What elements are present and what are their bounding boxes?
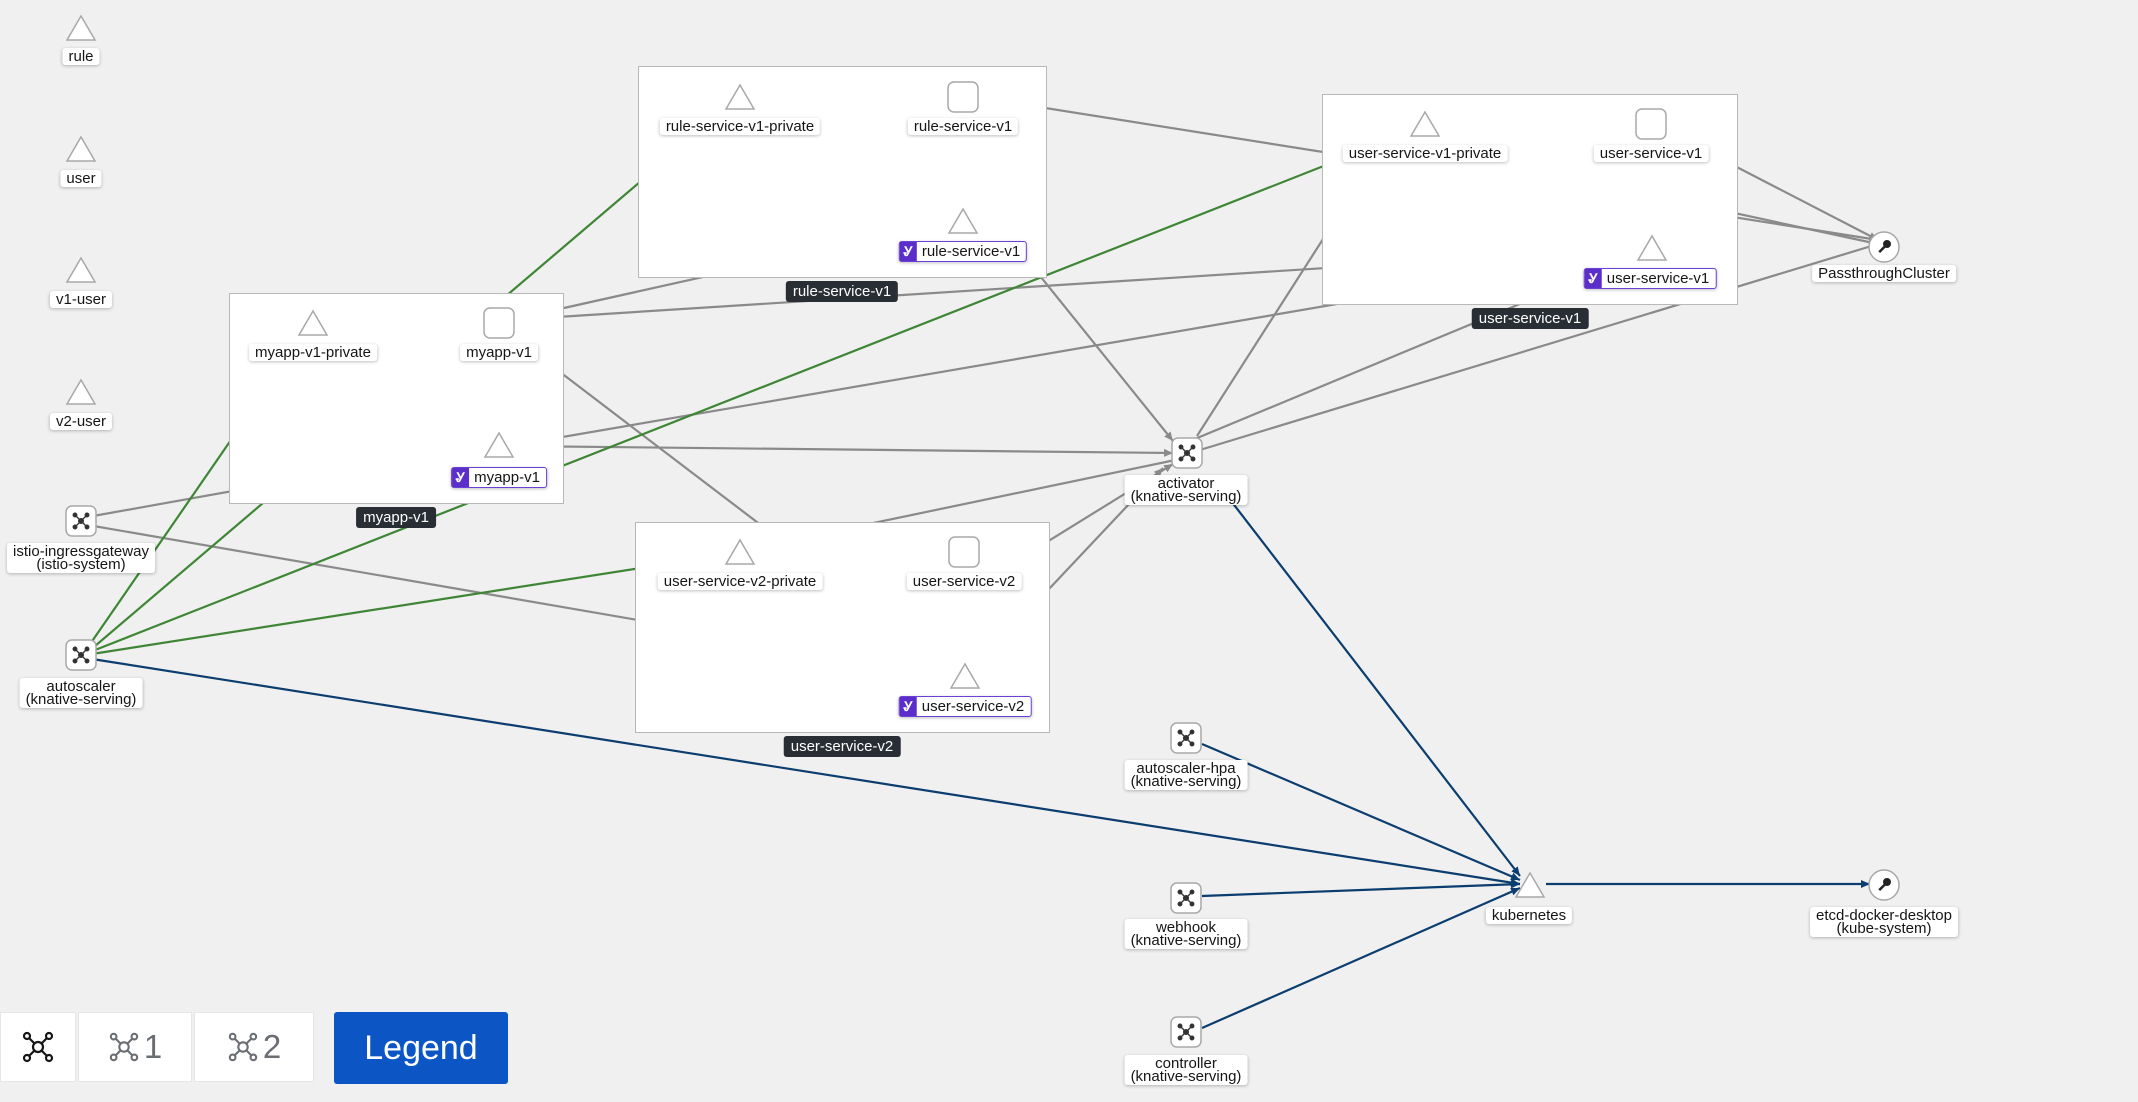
node-kubernetes[interactable]	[1514, 871, 1546, 898]
node-rule-service-v1-private[interactable]	[724, 83, 756, 110]
edge[interactable]	[91, 551, 731, 656]
edge[interactable]	[1201, 880, 1521, 898]
service-name: user-service-v2	[921, 698, 1025, 715]
node-label-line: (istio-system)	[36, 556, 126, 573]
node-label-rule-service-v1-service: Ꮍ rule-service-v1	[898, 241, 1028, 262]
edge[interactable]	[89, 128, 1416, 654]
topology-icon	[109, 1032, 139, 1062]
node-label-line: (kube-system)	[1836, 920, 1932, 937]
node-myapp-v1-workload[interactable]	[483, 307, 515, 339]
node-user-service-v2-private[interactable]	[724, 538, 756, 565]
service-name: user-service-v1	[1606, 270, 1710, 287]
node-user-service-v1-private[interactable]	[1409, 110, 1441, 137]
key-icon	[1878, 240, 1891, 254]
app-box-label-user-service-v2: user-service-v2	[783, 736, 901, 757]
node-label-passthroughcluster: PassthroughCluster	[1812, 265, 1956, 282]
node-label-user: user	[60, 170, 102, 187]
node-label-user-service-v2-workload: user-service-v2	[906, 573, 1022, 590]
layout-1-label: 1	[143, 1028, 163, 1065]
edge[interactable]	[509, 444, 1174, 457]
node-label-istio-ingressgateway: istio-ingressgateway (istio-system)	[7, 543, 155, 573]
node-label-etcd-docker-desktop: etcd-docker-desktop (kube-system)	[1810, 907, 1958, 937]
node-label-line: autoscaler-hpa	[1136, 760, 1236, 777]
edge[interactable]	[91, 657, 1521, 887]
edge[interactable]	[1189, 242, 1879, 455]
node-rule-service-v1-service[interactable]	[947, 207, 979, 234]
edge[interactable]	[1201, 742, 1521, 882]
topology-icon	[228, 1032, 258, 1062]
layout-2-button[interactable]: 2	[194, 1012, 314, 1082]
node-label-user-service-v2-service: Ꮍ user-service-v2	[898, 696, 1032, 717]
node-label-autoscaler: autoscaler (knative-serving)	[19, 678, 143, 708]
key-icon	[1878, 878, 1891, 892]
node-label-v1-user: v1-user	[49, 291, 113, 308]
node-v2-user[interactable]	[65, 378, 97, 405]
topology-icon	[22, 1031, 54, 1063]
node-label-line: (knative-serving)	[1130, 932, 1242, 949]
node-label-rule-service-v1-private: rule-service-v1-private	[659, 118, 821, 135]
service-name: rule-service-v1	[921, 243, 1021, 260]
node-rule[interactable]	[65, 14, 97, 41]
node-user-service-v2-workload[interactable]	[948, 536, 980, 568]
service-badge-icon: Ꮍ	[452, 468, 470, 487]
node-v1-user[interactable]	[65, 256, 97, 283]
node-label-user-service-v2-private: user-service-v2-private	[657, 573, 823, 590]
node-label-line: (knative-serving)	[1130, 1068, 1242, 1085]
node-label-line: autoscaler	[46, 678, 116, 695]
node-label-line: controller	[1155, 1055, 1217, 1072]
node-user-service-v1-service[interactable]	[1636, 234, 1668, 261]
node-label-user-service-v1-private: user-service-v1-private	[1342, 145, 1508, 162]
node-label-line: (knative-serving)	[1130, 488, 1242, 505]
node-myapp-v1-service[interactable]	[483, 431, 515, 458]
node-label-kubernetes: kubernetes	[1485, 907, 1573, 924]
edge[interactable]	[1227, 496, 1521, 877]
node-label-myapp-v1-private: myapp-v1-private	[249, 344, 377, 361]
node-label-line: (knative-serving)	[25, 691, 137, 708]
service-badge-icon: Ꮍ	[899, 242, 917, 261]
app-box-label-rule-service-v1: rule-service-v1	[785, 281, 899, 302]
node-label-line: etcd-docker-desktop	[1816, 907, 1952, 924]
node-user-service-v2-service[interactable]	[949, 662, 981, 689]
node-label-user-service-v1-service: Ꮍ user-service-v1	[1583, 268, 1717, 289]
node-myapp-v1-private[interactable]	[297, 309, 329, 336]
workload-icon	[1177, 729, 1195, 747]
node-label-autoscaler-hpa: autoscaler-hpa (knative-serving)	[1124, 760, 1248, 790]
node-label-myapp-v1-workload: myapp-v1	[460, 344, 538, 361]
service-name: myapp-v1	[474, 469, 540, 486]
node-label-webhook: webhook (knative-serving)	[1124, 919, 1248, 949]
layout-1-button[interactable]: 1	[78, 1012, 192, 1082]
app-box-label-user-service-v1: user-service-v1	[1471, 308, 1589, 329]
node-rule-service-v1-workload[interactable]	[947, 81, 979, 113]
node-user[interactable]	[65, 135, 97, 162]
node-label-controller: controller (knative-serving)	[1124, 1055, 1248, 1085]
node-label-line: webhook	[1155, 919, 1217, 936]
node-label-line: activator	[1157, 475, 1215, 492]
node-label-v2-user: v2-user	[49, 413, 113, 430]
node-label-rule: rule	[62, 48, 100, 65]
node-label-activator: activator (knative-serving)	[1124, 475, 1248, 505]
node-label-line: istio-ingressgateway	[13, 543, 149, 560]
workload-icon	[72, 512, 90, 530]
app-box-label-myapp-v1: myapp-v1	[356, 507, 436, 528]
service-badge-icon: Ꮍ	[899, 697, 917, 716]
workload-icon	[72, 646, 90, 664]
layout-2-label: 2	[262, 1028, 282, 1065]
edge[interactable]	[1201, 886, 1521, 1030]
node-label-line: (knative-serving)	[1130, 773, 1242, 790]
workload-icon	[1177, 889, 1195, 907]
workload-icon	[1177, 1023, 1195, 1041]
node-label-user-service-v1-workload: user-service-v1	[1593, 145, 1709, 162]
node-label-myapp-v1-service: Ꮍ myapp-v1	[451, 467, 547, 488]
workload-icon	[1178, 444, 1196, 462]
service-badge-icon: Ꮍ	[1584, 269, 1602, 288]
node-label-rule-service-v1-workload: rule-service-v1	[907, 118, 1019, 135]
layout-default-button[interactable]	[0, 1012, 76, 1082]
node-user-service-v1-workload[interactable]	[1635, 108, 1667, 140]
legend-button[interactable]: Legend	[334, 1012, 508, 1084]
